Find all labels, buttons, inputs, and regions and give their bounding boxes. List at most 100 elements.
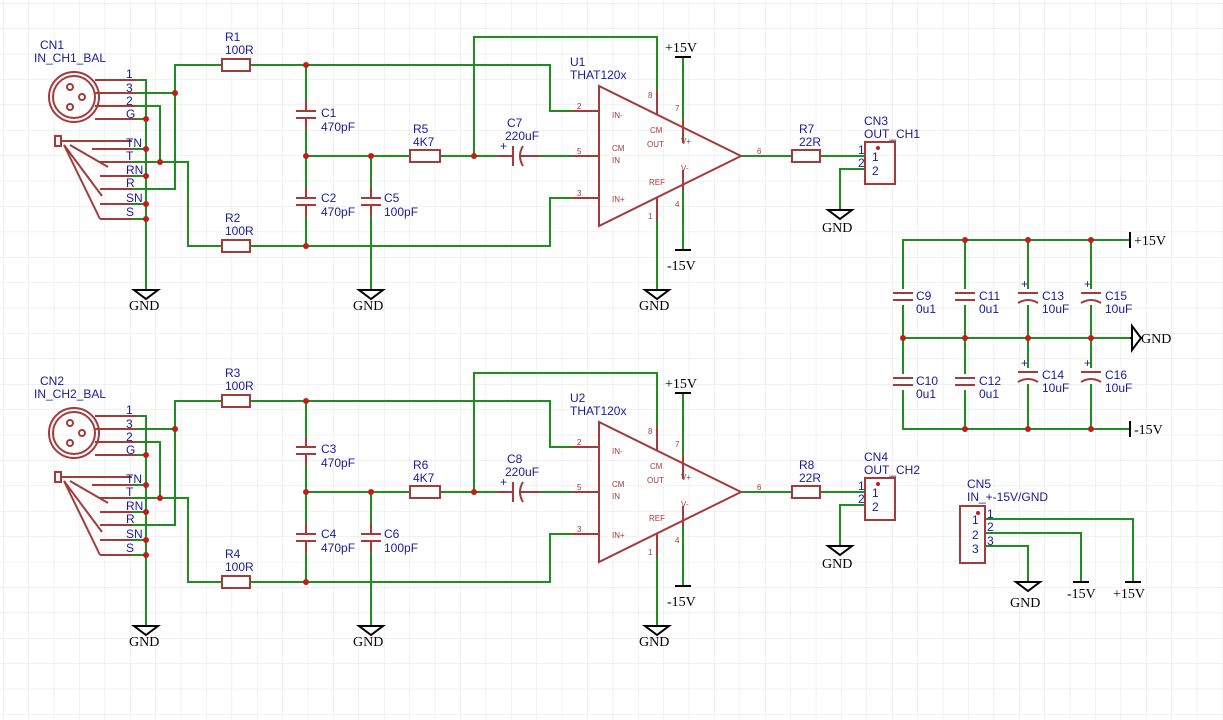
capacitor-c7[interactable]: + C7 220uF — [497, 116, 540, 167]
channel-2-wires — [131, 372, 866, 627]
capacitor-c11[interactable]: C11 0u1 — [955, 289, 1000, 316]
jack-connector-cn2[interactable] — [54, 471, 132, 556]
header-pin-label: 2 — [972, 528, 979, 542]
capacitor-c3[interactable]: C3 470pF — [296, 436, 355, 470]
capacitor-c6[interactable]: C6 100pF — [361, 523, 418, 555]
u2-ref: U2 — [570, 391, 586, 405]
capacitor-c12[interactable]: C12 0u1 — [955, 374, 1001, 401]
u1-pin-label: OUT — [647, 140, 664, 149]
vpos-symbol: +15V — [665, 377, 697, 394]
vneg-symbol: -15V — [667, 249, 696, 274]
xlr-pin-label: G — [126, 107, 135, 121]
jack-connector-cn1[interactable] — [54, 135, 132, 220]
gnd-label: GND — [129, 635, 159, 650]
gnd-symbol: GND — [353, 625, 386, 650]
u2-pin-label: CM — [612, 480, 625, 489]
cn4-ref: CN4 — [864, 450, 888, 464]
u2-pin-number: 4 — [675, 536, 680, 545]
u1-pin-number: 4 — [675, 200, 680, 209]
u1-pin-label: V- — [681, 164, 689, 173]
c9-ref: C9 — [916, 289, 932, 303]
capacitor-c16[interactable]: + C16 10uF — [1080, 356, 1132, 395]
u2-pin-number: 5 — [577, 483, 582, 492]
u1-pin-label: CM — [650, 126, 663, 135]
u1-pin-label: V+ — [681, 137, 691, 146]
power-input-wires — [984, 518, 1134, 583]
header-pin-number: 1 — [858, 143, 865, 157]
resistor-r8[interactable]: R8 22R — [791, 458, 821, 499]
resistor-r6[interactable]: R6 4K7 — [409, 458, 441, 499]
capacitor-c10[interactable]: C10 0u1 — [893, 374, 938, 401]
xlr-pin-labels-cn2: 1 3 2 G — [126, 403, 135, 457]
resistor-r5[interactable]: R5 4K7 — [409, 122, 441, 163]
channel-2-junctions — [143, 398, 477, 585]
c3-value: 470pF — [321, 456, 355, 470]
xlr-pin-label: G — [126, 443, 135, 457]
c16-value: 10uF — [1105, 381, 1132, 395]
c10-value: 0u1 — [916, 387, 936, 401]
r6-value: 4K7 — [413, 471, 435, 485]
r4-value: 100R — [225, 560, 254, 574]
header-pin-number: 2 — [858, 492, 865, 506]
xlr-pin-label: 2 — [126, 430, 133, 444]
u2-pin-label: V- — [681, 500, 689, 509]
u2-pin-label: OUT — [647, 476, 664, 485]
c7-value: 220uF — [505, 129, 539, 143]
xlr-connector-cn2[interactable] — [48, 407, 137, 459]
r7-value: 22R — [799, 135, 821, 149]
c4-ref: C4 — [321, 527, 337, 541]
u1-pin-label: IN+ — [612, 195, 625, 204]
c15-ref: C15 — [1105, 289, 1127, 303]
c16-ref: C16 — [1105, 368, 1127, 382]
capacitor-c8[interactable]: + C8 220uF — [497, 452, 540, 503]
header-cn3[interactable]: 1 2 1 2 CN3 OUT_CH1 — [858, 114, 920, 185]
jack-pin-label: RN — [126, 163, 143, 177]
jack-pin-label: S — [126, 205, 134, 219]
svg-text:+: + — [500, 139, 507, 153]
resistor-r4[interactable]: R4 100R — [221, 547, 254, 589]
u2-pin-label: IN+ — [612, 531, 625, 540]
gnd-symbol: GND — [822, 545, 855, 572]
capacitor-c5[interactable]: C5 100pF — [361, 187, 418, 219]
jack-pin-label: R — [126, 176, 135, 190]
svg-text:+: + — [1021, 356, 1028, 370]
capacitor-c2[interactable]: C2 470pF — [296, 187, 355, 219]
c5-value: 100pF — [384, 205, 418, 219]
jack-pin-label: T — [126, 149, 134, 163]
r7-ref: R7 — [799, 122, 815, 136]
cn5-value: IN_+-15V/GND — [967, 490, 1048, 504]
u1-ref: U1 — [570, 55, 586, 69]
u1-pin-label: IN — [612, 156, 620, 165]
capacitor-c9[interactable]: C9 0u1 — [893, 289, 936, 316]
resistor-r3[interactable]: R3 100R — [221, 366, 254, 408]
capacitor-c14[interactable]: + C14 10uF — [1017, 356, 1069, 395]
c7-ref: C7 — [507, 116, 523, 130]
u2-value: THAT120x — [570, 404, 626, 418]
capacitor-c1[interactable]: C1 470pF — [296, 100, 355, 134]
amplifier-u1[interactable]: IN- CM IN IN+ CM OUT REF V+ V- 2 5 3 6 8… — [570, 55, 762, 228]
u1-pin-number: 2 — [577, 102, 582, 111]
header-cn5[interactable]: 1 2 3 1 2 3 CN5 IN_+-15V/GND — [959, 477, 1048, 564]
vneg-symbol: -15V — [667, 585, 696, 610]
xlr-connector-cn1[interactable] — [48, 71, 137, 123]
c8-ref: C8 — [507, 452, 523, 466]
resistor-r2[interactable]: R2 100R — [221, 211, 254, 253]
capacitor-c4[interactable]: C4 470pF — [296, 523, 355, 555]
resistor-r7[interactable]: R7 22R — [791, 122, 821, 163]
capacitor-c15[interactable]: + C15 10uF — [1080, 277, 1132, 316]
c6-value: 100pF — [384, 541, 418, 555]
vpos-symbol: +15V — [1113, 581, 1145, 602]
u1-pin-number: 1 — [648, 212, 653, 221]
c13-ref: C13 — [1042, 289, 1064, 303]
capacitor-c13[interactable]: + C13 10uF — [1017, 277, 1069, 316]
u2-pin-number: 6 — [757, 483, 762, 492]
vneg-symbol: -15V — [1129, 421, 1163, 438]
jack-pin-label: SN — [126, 527, 143, 541]
u2-pin-number: 8 — [648, 427, 653, 436]
amplifier-u2[interactable]: IN- CM IN IN+ CM OUT REF V+ V- 2 5 3 6 8… — [570, 391, 762, 564]
header-cn4[interactable]: 1 2 1 2 CN4 OUT_CH2 — [858, 450, 920, 521]
resistor-r1[interactable]: R1 100R — [221, 30, 254, 72]
gnd-label: GND — [1141, 332, 1171, 347]
svg-text:+: + — [1084, 356, 1091, 370]
